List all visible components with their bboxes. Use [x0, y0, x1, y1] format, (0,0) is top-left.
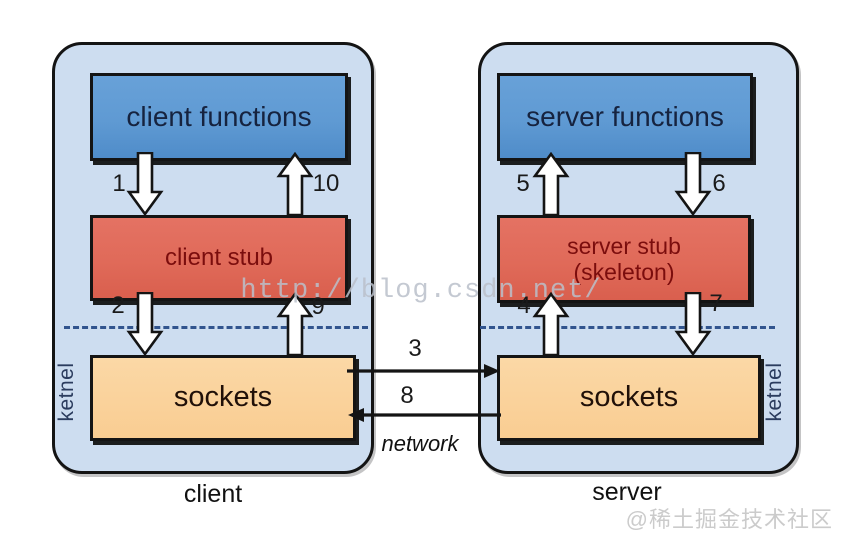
- client-sockets-box: sockets: [90, 355, 356, 441]
- client-sockets-label: sockets: [173, 381, 273, 414]
- kernel-boundary-dashed-client: [64, 326, 368, 329]
- arrow-step10-up-icon: [276, 152, 314, 216]
- arrow-step7-down-icon: [674, 292, 712, 356]
- step-3-label: 3: [408, 335, 422, 362]
- arrow-step9-up-icon: [276, 292, 314, 356]
- server-stub-box: server stub (skeleton): [497, 215, 751, 303]
- client-kernel-label: ketnel: [55, 362, 78, 422]
- step-10-label: 10: [312, 170, 340, 197]
- juejin-watermark: @稀土掘金技术社区: [625, 507, 833, 532]
- network-label: network: [381, 431, 459, 456]
- server-sockets-box: sockets: [497, 355, 761, 441]
- kernel-boundary-dashed-server: [480, 326, 775, 329]
- client-stub-box: client stub: [90, 215, 348, 301]
- step-6-label: 6: [712, 170, 726, 197]
- server-functions-box: server functions: [497, 73, 753, 161]
- arrow-step8-left-icon: [348, 408, 501, 422]
- step-1-label: 1: [112, 170, 126, 197]
- step-9-label: 9: [311, 293, 325, 320]
- server-sockets-label: sockets: [579, 381, 679, 414]
- client-caption: client: [183, 480, 243, 508]
- server-functions-label: server functions: [526, 100, 724, 132]
- arrow-step4-up-icon: [532, 292, 570, 356]
- server-stub-label-line2: (skeleton): [573, 259, 675, 285]
- arrow-step3-right-icon: [347, 364, 500, 378]
- step-4-label: 4: [517, 292, 531, 319]
- step-8-label: 8: [400, 382, 414, 409]
- client-functions-box: client functions: [90, 73, 348, 161]
- step-2-label: 2: [111, 292, 125, 319]
- server-caption: server: [592, 478, 662, 506]
- arrow-step5-up-icon: [532, 152, 570, 216]
- arrow-step1-down-icon: [126, 152, 164, 216]
- client-functions-label: client functions: [126, 100, 312, 132]
- step-5-label: 5: [516, 170, 530, 197]
- client-stub-label: client stub: [164, 244, 274, 272]
- arrow-step6-down-icon: [674, 152, 712, 216]
- arrow-step2-down-icon: [126, 292, 164, 356]
- csdn-watermark: http://blog.csdn.net/: [240, 276, 602, 306]
- server-stub-label-line1: server stub: [567, 232, 681, 259]
- step-7-label: 7: [709, 290, 723, 317]
- server-kernel-label: ketnel: [763, 362, 786, 422]
